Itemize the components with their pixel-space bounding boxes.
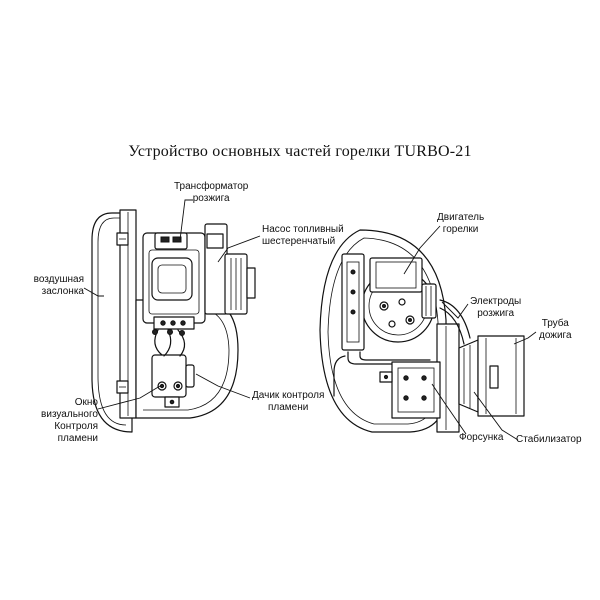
right-burner-view — [319, 229, 525, 433]
label-transformer: Трансформатор розжига — [174, 181, 249, 204]
label-stabilizer: Стабилизатор — [516, 434, 582, 445]
right-fuel-pipe — [333, 351, 433, 397]
right-nozzle-block — [391, 361, 441, 419]
label-electrodes: Электроды розжига — [470, 296, 522, 319]
label-nozzle: Форсунка — [459, 432, 504, 443]
right-bracket — [341, 253, 365, 351]
left-transformer-block — [151, 257, 193, 301]
label-motor: Двигатель горелки — [437, 212, 485, 235]
label-pump: Насос топливный шестеренчатый — [262, 224, 344, 247]
left-window-eye — [157, 381, 167, 391]
label-flame-window: Окно визуального Контроля пламени — [41, 397, 98, 444]
diagram-title: Устройство основных частей горелки TURBO… — [128, 143, 472, 160]
leader-lines — [83, 199, 537, 441]
label-tube: Труба дожига — [539, 318, 572, 341]
right-stabilizer — [458, 339, 479, 413]
left-housing-inner — [97, 217, 127, 426]
label-air-damper: воздушная заслонка — [33, 274, 84, 297]
right-blast-tube — [477, 335, 525, 417]
left-window-plate — [151, 354, 187, 398]
label-flame-sensor: Дачик контроля пламени — [252, 390, 325, 413]
left-burner-view — [91, 209, 256, 433]
